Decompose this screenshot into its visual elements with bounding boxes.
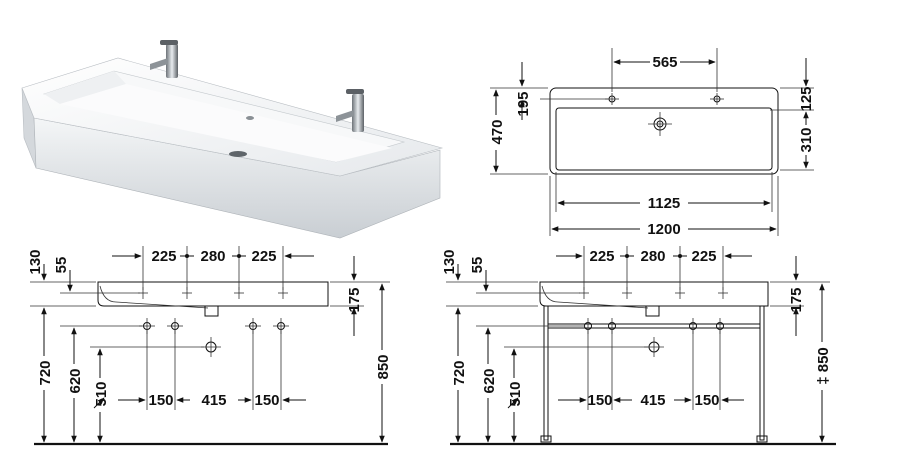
dim-470: 470 <box>489 119 506 144</box>
dim-195: 195 <box>515 91 532 116</box>
front-view-wall: 225 280 225 130 55 720 620 510 150 4 <box>27 246 392 446</box>
dim-150-left: 150 <box>148 392 173 409</box>
front-view-frame: 225 280 225 130 55 720 620 510 150 415 <box>441 246 836 446</box>
dim-510: 510 <box>507 381 524 406</box>
dim-720: 720 <box>451 360 468 385</box>
dim-510: 510 <box>93 381 110 406</box>
dim-280: 280 <box>200 248 225 265</box>
basin-product-image <box>21 40 444 239</box>
dim-1125: 1125 <box>648 195 681 212</box>
dim-150-right: 150 <box>254 392 279 409</box>
dim-720: 720 <box>37 360 54 385</box>
dim-415: 415 <box>640 392 665 409</box>
top-view: 565 195 470 125 310 1125 1200 <box>489 48 815 238</box>
dim-415: 415 <box>201 392 226 409</box>
dim-225-right: 225 <box>251 248 276 265</box>
dim-130: 130 <box>27 249 44 274</box>
dim-150-left: 150 <box>587 392 612 409</box>
dim-850: 850 <box>375 354 392 379</box>
dim-225-right: 225 <box>691 248 716 265</box>
dim-310: 310 <box>798 127 815 152</box>
dim-175: 175 <box>788 287 805 312</box>
dim-225-left: 225 <box>151 248 176 265</box>
dim-565: 565 <box>652 54 677 71</box>
dim-125: 125 <box>798 86 815 111</box>
dim-55: 55 <box>53 257 70 274</box>
dim-55: 55 <box>469 257 486 274</box>
dim-1200: 1200 <box>647 221 680 238</box>
tap-hole-right <box>710 93 724 105</box>
dim-620: 620 <box>67 368 84 393</box>
dim-225-left: 225 <box>589 248 614 265</box>
dim-150-right: 150 <box>694 392 719 409</box>
dim-850: ‡ 850 <box>815 347 832 385</box>
dim-130: 130 <box>441 249 458 274</box>
dim-280: 280 <box>640 248 665 265</box>
dim-175: 175 <box>346 287 363 312</box>
dim-620: 620 <box>481 368 498 393</box>
